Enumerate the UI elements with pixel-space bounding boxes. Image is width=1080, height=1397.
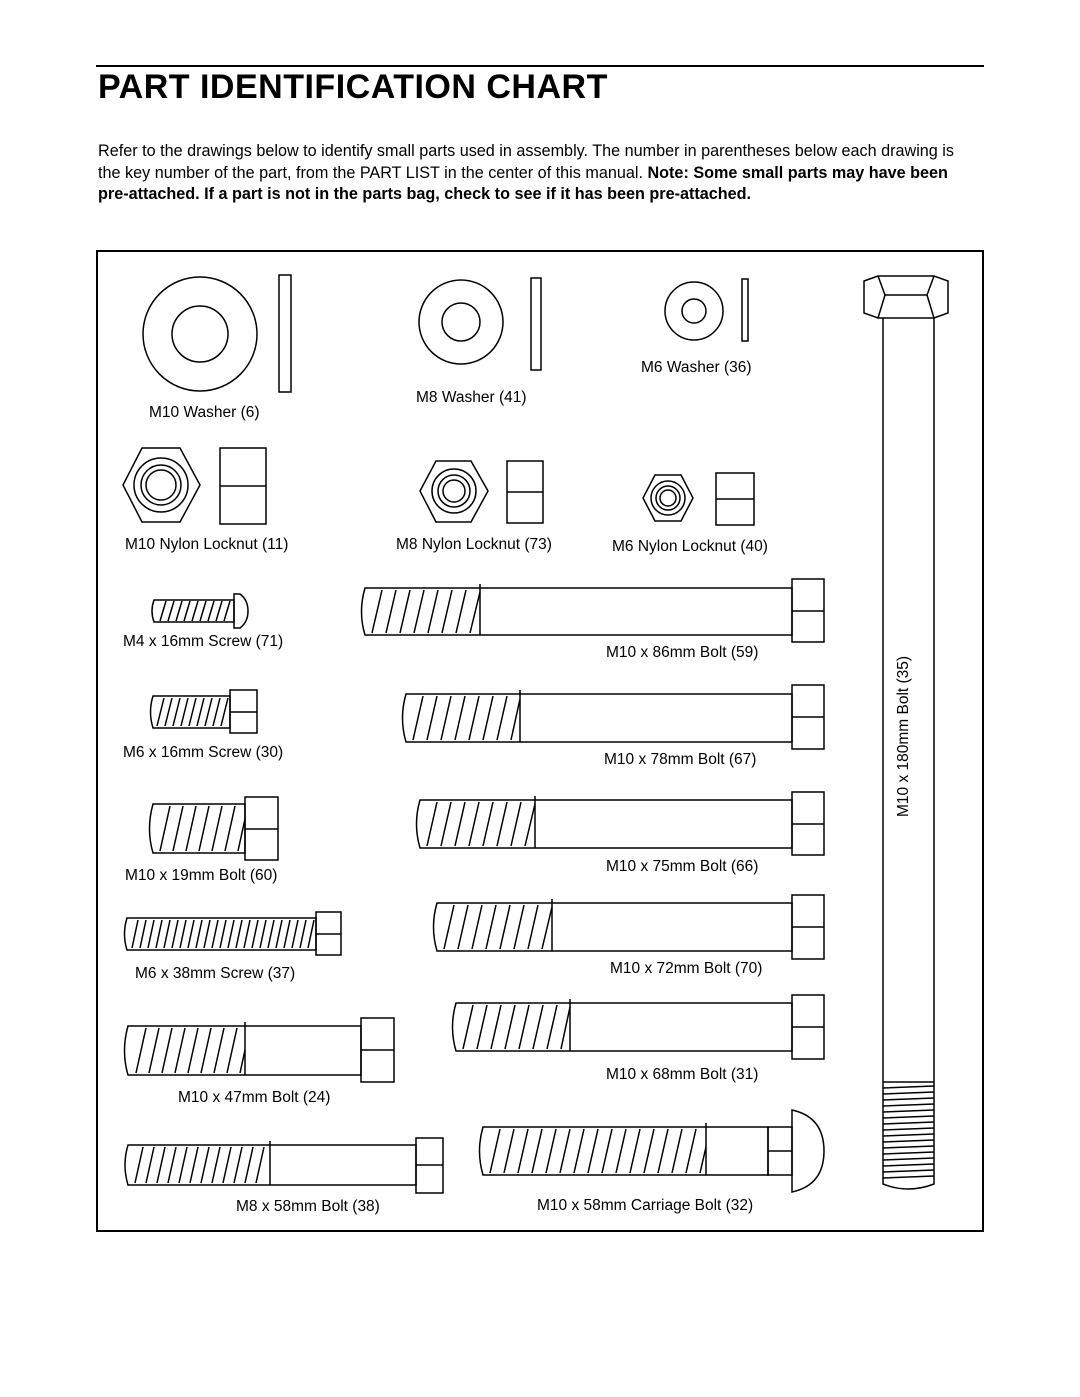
- m6-locknut-drawing: [642, 472, 755, 526]
- m8-58mm-bolt-drawing: [124, 1137, 444, 1194]
- m10-47mm-bolt-drawing: [123, 1017, 395, 1083]
- m6-16mm-screw-drawing: [149, 689, 258, 734]
- m8-washer-drawing: [418, 277, 542, 371]
- label-m10-180mm-bolt: M10 x 180mm Bolt (35): [895, 655, 912, 817]
- label-m6-locknut: M6 Nylon Locknut (40): [612, 538, 768, 555]
- label-m8-washer: M8 Washer (41): [416, 389, 527, 406]
- m10-58mm-carriage-bolt-drawing: [478, 1109, 825, 1193]
- m4-16mm-screw-drawing: [151, 593, 249, 629]
- label-m4-16mm-screw: M4 x 16mm Screw (71): [123, 633, 284, 650]
- m10-72mm-bolt-drawing: [432, 894, 825, 960]
- label-m10-72mm-bolt: M10 x 72mm Bolt (70): [610, 960, 763, 977]
- label-m6-16mm-screw: M6 x 16mm Screw (30): [123, 744, 284, 761]
- label-m10-86mm-bolt: M10 x 86mm Bolt (59): [606, 644, 759, 661]
- title-rule: [96, 65, 984, 67]
- label-m10-47mm-bolt: M10 x 47mm Bolt (24): [178, 1089, 331, 1106]
- label-m6-washer: M6 Washer (36): [641, 359, 752, 376]
- label-m10-68mm-bolt: M10 x 68mm Bolt (31): [606, 1066, 759, 1083]
- m10-19mm-bolt-drawing: [148, 796, 279, 861]
- m10-locknut-drawing: [122, 447, 267, 525]
- label-m6-38mm-screw: M6 x 38mm Screw (37): [135, 965, 296, 982]
- intro-note: Note: Some small parts may have been pre…: [98, 163, 948, 204]
- m10-75mm-bolt-drawing: [415, 791, 825, 856]
- label-m8-locknut: M8 Nylon Locknut (73): [396, 536, 552, 553]
- label-m10-78mm-bolt: M10 x 78mm Bolt (67): [604, 751, 757, 768]
- parts-chart: M10 Washer (6) M8 Washer (41) M6 Washer …: [96, 250, 984, 1232]
- m10-68mm-bolt-drawing: [451, 994, 825, 1060]
- intro-paragraph: Refer to the drawings below to identify …: [98, 141, 968, 206]
- page-title: PART IDENTIFICATION CHART: [98, 68, 608, 106]
- label-m10-washer: M10 Washer (6): [149, 404, 260, 421]
- m6-washer-drawing: [664, 278, 749, 342]
- label-m10-58mm-carriage-bolt: M10 x 58mm Carriage Bolt (32): [537, 1197, 754, 1214]
- m6-38mm-screw-drawing: [123, 911, 342, 956]
- m10-78mm-bolt-drawing: [401, 684, 825, 750]
- label-m8-58mm-bolt: M8 x 58mm Bolt (38): [236, 1198, 380, 1215]
- m10-86mm-bolt-drawing: [360, 578, 825, 643]
- intro-text: Refer to the drawings below to identify …: [98, 142, 954, 182]
- label-m10-75mm-bolt: M10 x 75mm Bolt (66): [606, 858, 759, 875]
- m10-washer-drawing: [142, 274, 292, 393]
- m8-locknut-drawing: [419, 460, 544, 524]
- m10-180mm-bolt-drawing: [863, 275, 949, 1190]
- label-m10-19mm-bolt: M10 x 19mm Bolt (60): [125, 867, 278, 884]
- label-m10-locknut: M10 Nylon Locknut (11): [125, 536, 289, 553]
- parts-drawings: [122, 274, 949, 1194]
